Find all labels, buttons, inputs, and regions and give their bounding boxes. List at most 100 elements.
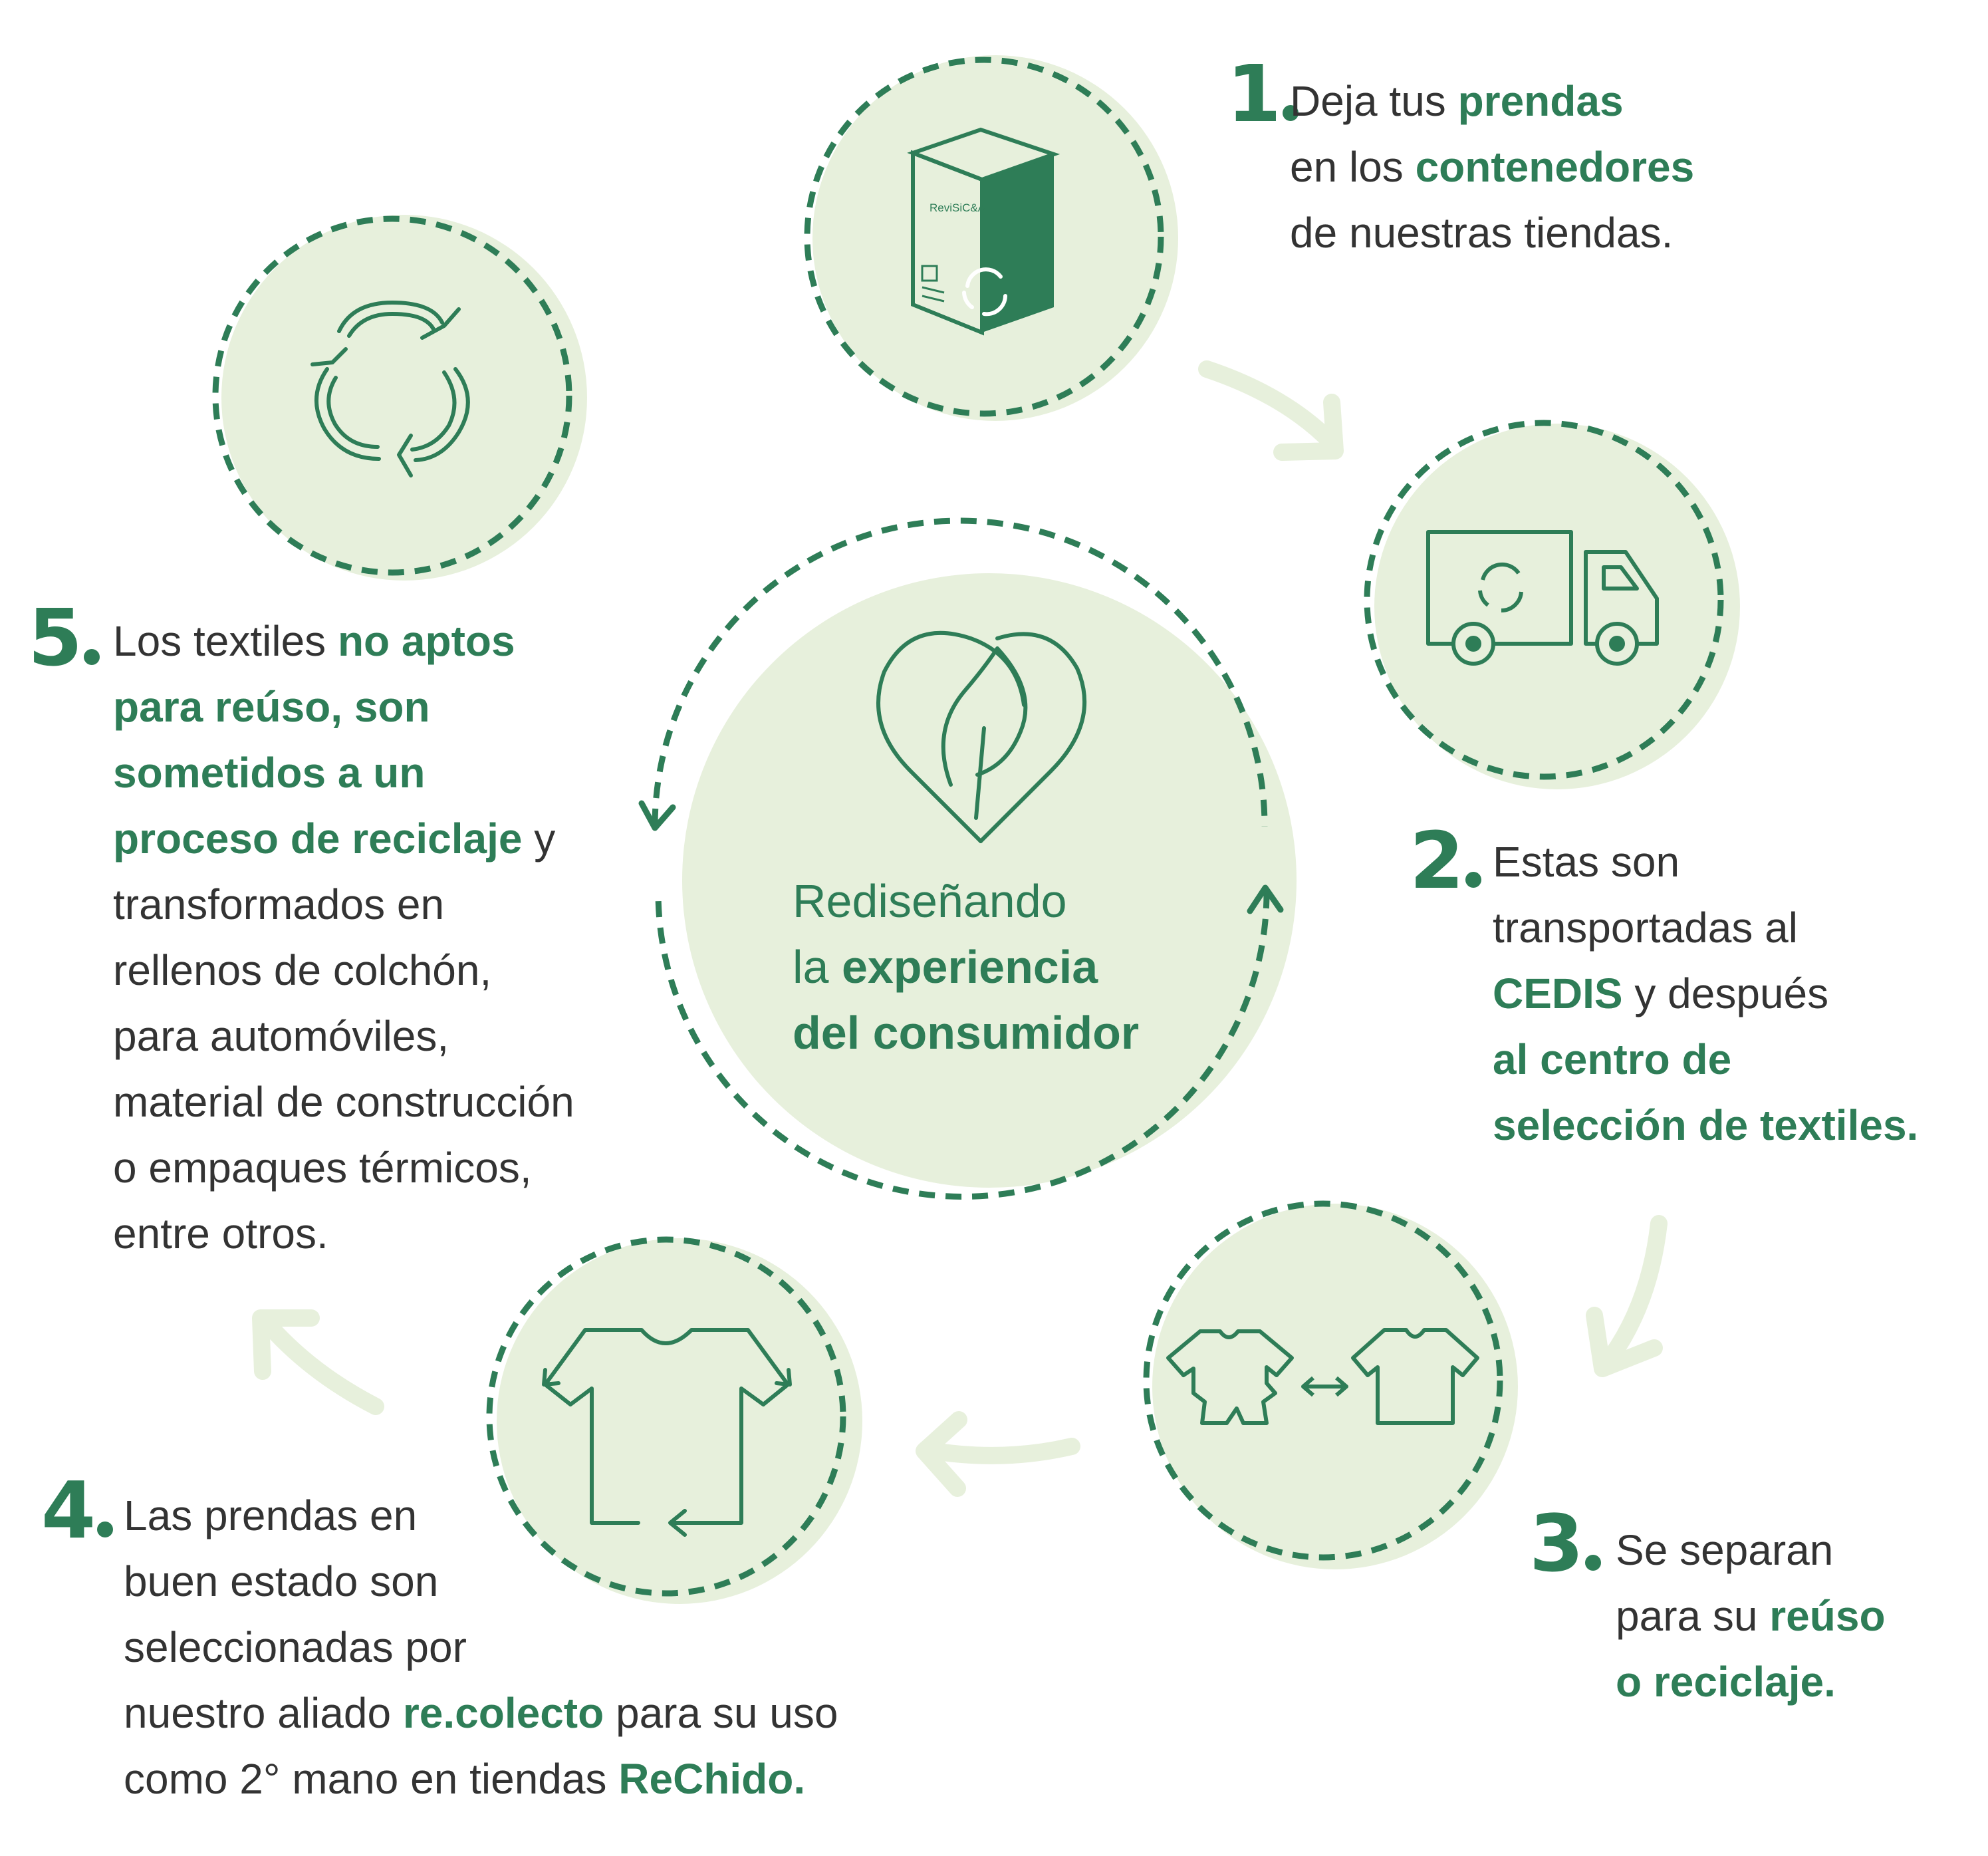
shirt-reuse-icon (542, 1328, 792, 1537)
step-2-line-1: Estas son (1493, 829, 1918, 895)
highlight-text: para reúso, son (113, 683, 430, 731)
step-1-number-value: 1 (1227, 48, 1281, 140)
step-5-line-6: rellenos de colchón, (113, 938, 574, 1003)
center-title-line-2-a: la (793, 941, 842, 993)
leaf-heart-icon (876, 630, 1087, 843)
body-text: para su uso (604, 1689, 838, 1737)
flow-arrow-1-to-2 (1198, 360, 1342, 453)
highlight-text: contenedores (1415, 143, 1695, 191)
step-4-line-1: Las prendas en (124, 1483, 838, 1549)
body-text: como 2° mano en tiendas (124, 1755, 619, 1803)
highlight-text: ReChido. (618, 1755, 806, 1803)
step-1-line-3: de nuestras tiendas. (1290, 200, 1694, 266)
body-text: para su (1616, 1592, 1770, 1640)
circle-step-2-bg (1374, 424, 1740, 789)
flow-arrow-4-to-5 (254, 1309, 384, 1415)
step-3-line-2: para su reúso (1616, 1583, 1886, 1649)
body-text: material de construcción (113, 1078, 574, 1126)
body-text: Las prendas en (124, 1492, 418, 1539)
highlight-text: sometidos a un (113, 749, 426, 797)
body-text: transformados en (113, 880, 445, 928)
circle-step-5-outline (212, 215, 572, 576)
step-2-text: Estas son transportadas al CEDIS y después… (1493, 829, 1918, 1158)
flow-arrow-1-to-2-head (1273, 394, 1344, 461)
center-title-line-3: del consumidor (793, 1000, 1139, 1066)
highlight-text: proceso de reciclaje (113, 815, 523, 862)
body-text: de nuestras tiendas. (1290, 209, 1674, 257)
step-5-line-2: para reúso, son (113, 674, 574, 740)
center-cycle-arrows (652, 517, 1270, 1200)
center-arc-top (652, 517, 1268, 827)
center-arc-bottom (655, 892, 1270, 1200)
center-title-line-1: Rediseñando (793, 875, 1067, 927)
step-2-line-3: CEDIS y después (1493, 961, 1918, 1027)
dashed-outlines (212, 57, 1724, 1597)
highlight-text: CEDIS (1493, 970, 1623, 1017)
step-5-line-8: material de construcción (113, 1069, 574, 1135)
body-text: Deja tus (1290, 77, 1458, 125)
highlight-text: o reciclaje. (1616, 1658, 1836, 1706)
body-text: seleccionadas por (124, 1623, 467, 1671)
step-1-line-1: Deja tus prendas (1290, 68, 1694, 134)
body-text: y después (1622, 970, 1829, 1017)
step-4-number: 4 (41, 1471, 114, 1549)
step-5-line-9: o empaques térmicos, (113, 1135, 574, 1201)
step-2-number-value: 2 (1410, 815, 1464, 906)
center-title-line-3-text: del consumidor (793, 1007, 1140, 1059)
body-text: entre otros. (113, 1210, 328, 1258)
highlight-text: reúso (1769, 1592, 1886, 1640)
step-3-number-value: 3 (1529, 1498, 1584, 1589)
step-4-line-2: buen estado son (124, 1549, 838, 1615)
step-2-line-5: selección de textiles. (1493, 1093, 1918, 1158)
highlight-text: re.colecto (402, 1689, 604, 1737)
step-2-line-4: al centro de (1493, 1027, 1918, 1093)
body-text: o empaques térmicos, (113, 1144, 532, 1192)
flow-arrow-3-to-4 (917, 1438, 1080, 1464)
center-arrowheads (638, 800, 1284, 914)
body-text: nuestro aliado (124, 1689, 403, 1737)
step-1-number: 1 (1227, 55, 1299, 133)
circle-step-2-outline (1364, 420, 1724, 780)
body-text: y (522, 815, 556, 862)
circle-step-3-outline (1143, 1200, 1503, 1561)
center-title: Rediseñando la experiencia del consumido… (793, 868, 1139, 1066)
flow-arrow-2-to-3 (1595, 1215, 1668, 1375)
recycling-truck-icon (1426, 530, 1659, 666)
step-5-line-4: proceso de reciclaje y (113, 806, 574, 872)
step-5-line-5: transformados en (113, 872, 574, 938)
step-2-line-2: transportadas al (1493, 895, 1918, 961)
body-text: Los textiles (113, 617, 338, 665)
circle-step-5-bg (221, 215, 587, 581)
step-1-text: Deja tus prendas en los contenedores de nu… (1290, 68, 1694, 266)
step-5-text: Los textiles no aptos para reúso, son some… (113, 608, 574, 1267)
center-arrowhead-left (638, 800, 676, 831)
flow-arrow-3-to-4-head (916, 1411, 967, 1497)
highlight-text: prendas (1457, 77, 1624, 125)
step-5-line-3: sometidos a un (113, 740, 574, 806)
step-4-number-value: 4 (41, 1464, 96, 1556)
recycle-icon (311, 301, 470, 477)
body-text: en los (1290, 143, 1416, 191)
circle-step-4-outline (486, 1236, 846, 1597)
step-4-text: Las prendas en buen estado son seleccionad… (124, 1483, 838, 1812)
step-3-number: 3 (1529, 1504, 1602, 1583)
body-text: transportadas al (1493, 904, 1798, 952)
center-title-line-2: la experiencia (793, 934, 1139, 1000)
recycling-container-icon: ReviSiC&A (907, 127, 1060, 336)
step-4-line-5: como 2° mano en tiendas ReChido. (124, 1746, 838, 1812)
step-5-line-7: para automóviles, (113, 1003, 574, 1069)
step-5-number: 5 (28, 598, 100, 677)
center-arrowhead-right (1247, 884, 1284, 914)
body-text: buen estado son (124, 1557, 439, 1605)
step-2-number: 2 (1410, 821, 1482, 900)
step-5-number-value: 5 (28, 592, 82, 684)
body-text: para automóviles, (113, 1012, 449, 1060)
center-circle-bg (682, 573, 1297, 1188)
flow-arrow-2-to-3-head (1586, 1307, 1663, 1377)
body-text: rellenos de colchón, (113, 946, 492, 994)
step-3-line-3: o reciclaje. (1616, 1649, 1886, 1715)
step-3-line-1: Se separan (1616, 1518, 1886, 1583)
step-5-line-1: Los textiles no aptos (113, 608, 574, 674)
